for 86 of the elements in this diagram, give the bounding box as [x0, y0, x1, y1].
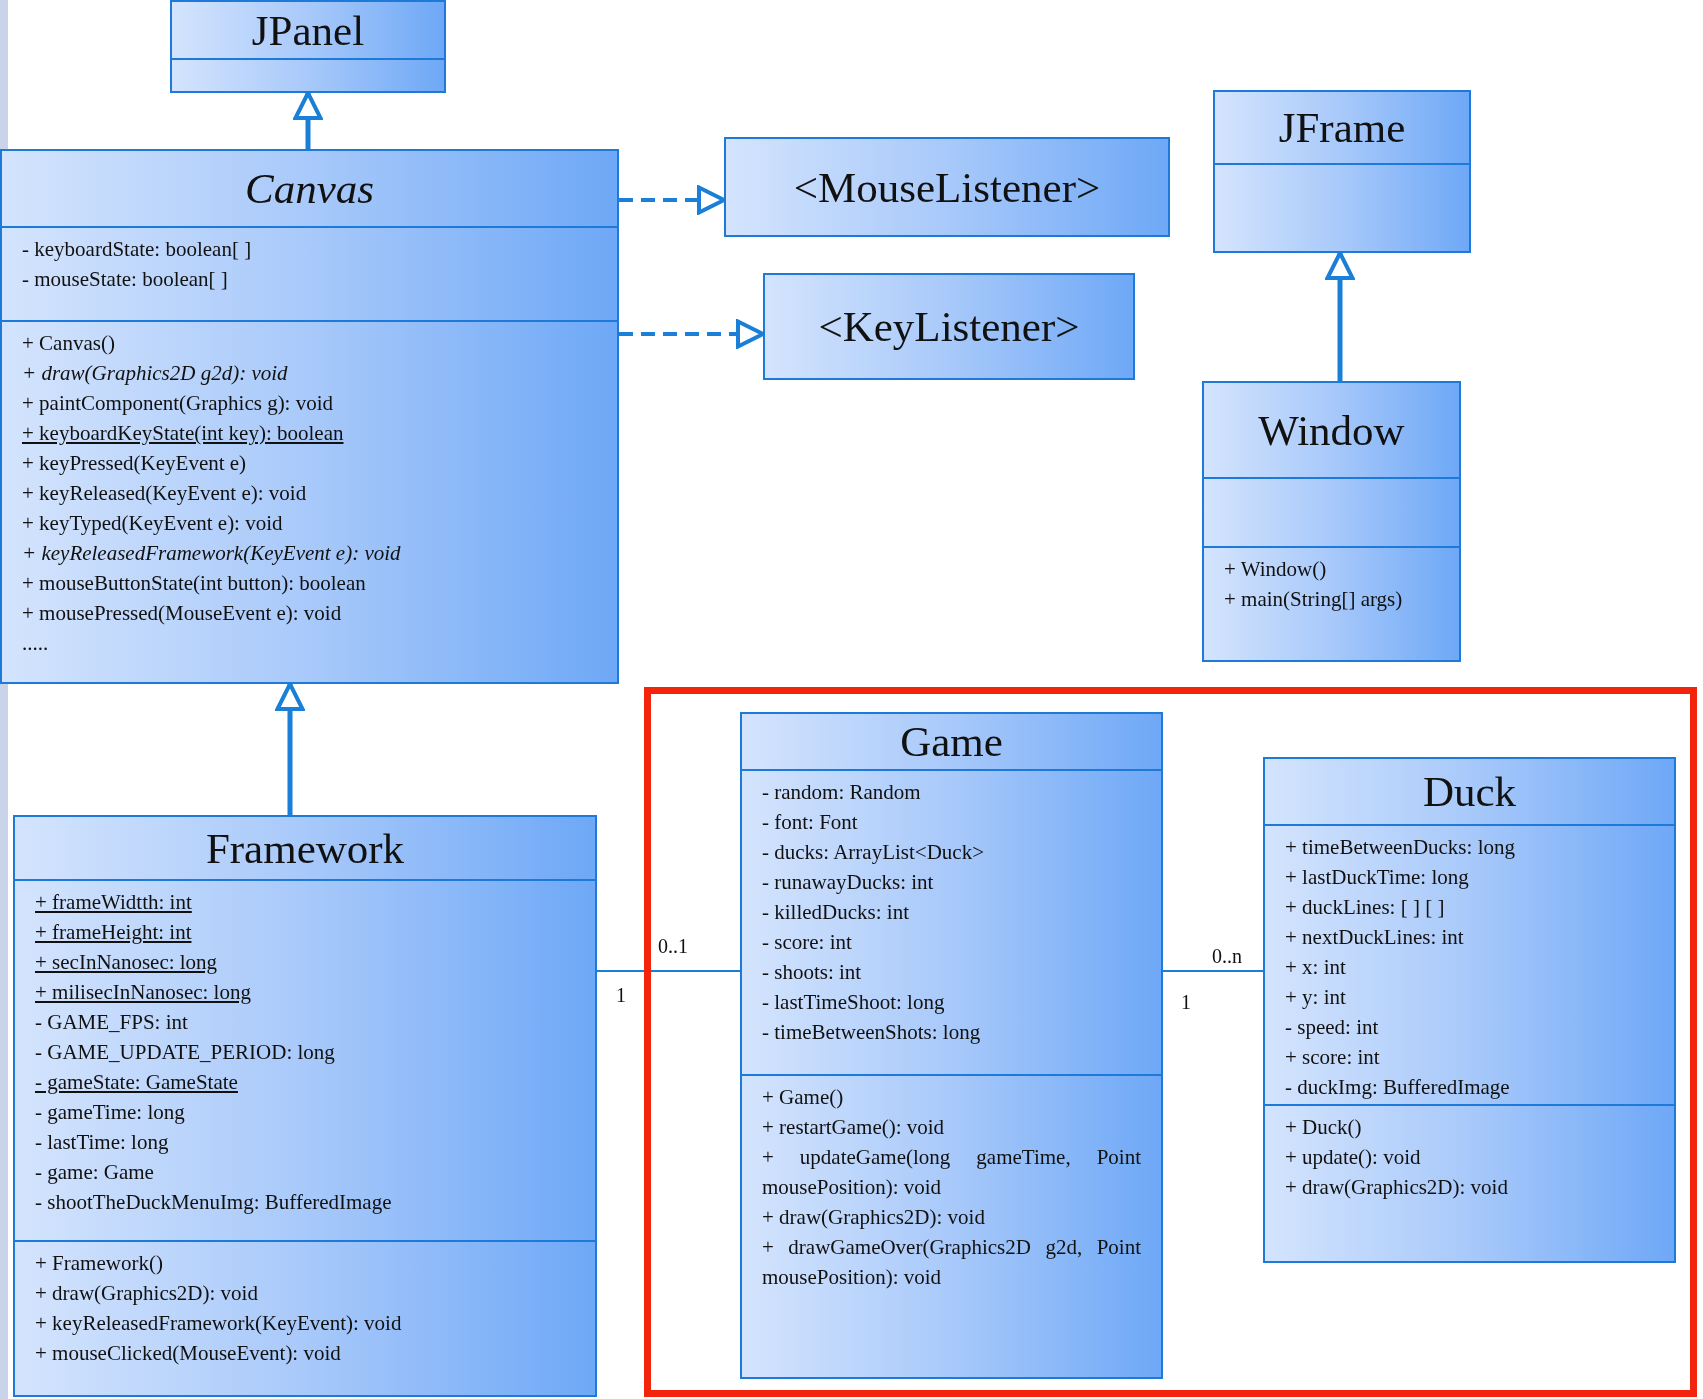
class-name: Duck	[1422, 770, 1517, 813]
realization-arrow	[619, 319, 765, 349]
member-text: .....	[22, 630, 50, 657]
member-text: + mouseClicked(MouseEvent): void	[35, 1340, 342, 1367]
member-text: + draw(Graphics2D): void	[35, 1280, 259, 1307]
inheritance-arrow	[275, 682, 305, 815]
class-name: JFrame	[1278, 106, 1406, 149]
multiplicity-label: 1	[616, 985, 626, 1005]
member-text: - GAME_FPS: int	[35, 1009, 189, 1036]
member-text: - font: Font	[762, 809, 859, 836]
member-text: - mouseState: boolean[ ]	[22, 266, 229, 293]
member-text: - duckImg: BufferedImage	[1285, 1074, 1511, 1101]
member-text: + main(String[] args)	[1224, 586, 1404, 613]
multiplicity-label: 0..1	[658, 936, 688, 956]
member-text: + restartGame(): void	[762, 1114, 946, 1141]
multiplicity-label: 0..n	[1212, 946, 1242, 966]
member-text: - timeBetweenShots: long	[762, 1019, 982, 1046]
member-text: - runawayDucks: int	[762, 869, 935, 896]
highlight-frame	[644, 687, 1697, 1397]
member-text: + keyboardKeyState(int key): boolean	[22, 420, 345, 447]
class-name: Game	[900, 720, 1003, 763]
member-text: - shootTheDuckMenuImg: BufferedImage	[35, 1189, 393, 1216]
member-text: - gameTime: long	[35, 1099, 186, 1126]
class-name: JPanel	[251, 8, 365, 52]
member-text: + frameHeight: int	[35, 919, 193, 946]
association-line	[1162, 970, 1264, 972]
class-name: <MouseListener>	[793, 165, 1101, 209]
member-text: + keyReleased(KeyEvent e): void	[22, 480, 308, 507]
member-text: + score: int	[1285, 1044, 1381, 1071]
member-text: + x: int	[1285, 954, 1347, 981]
member-text: + lastDuckTime: long	[1285, 864, 1470, 891]
member-text: + timeBetweenDucks: long	[1285, 834, 1516, 861]
member-text: + Framework()	[35, 1250, 164, 1277]
member-text: + paintComponent(Graphics g): void	[22, 390, 335, 417]
member-text: - shoots: int	[762, 959, 863, 986]
association-line	[596, 970, 741, 972]
class-name: <KeyListener>	[818, 305, 1080, 348]
member-text: - gameState: GameState	[35, 1069, 239, 1096]
member-text: + frameWidtth: int	[35, 889, 193, 916]
member-text: + milisecInNanosec: long	[35, 979, 252, 1006]
class-box	[1263, 757, 1676, 1263]
member-text: + mouseButtonState(int button): boolean	[22, 570, 367, 597]
member-text: + mousePressed(MouseEvent e): void	[22, 600, 343, 627]
member-text: + Window()	[1224, 556, 1328, 583]
member-text: + secInNanosec: long	[35, 949, 219, 976]
member-text: - speed: int	[1285, 1014, 1380, 1041]
member-text: + nextDuckLines: int	[1285, 924, 1465, 951]
realization-arrow	[619, 185, 726, 215]
class-box	[740, 712, 1163, 1379]
member-text: + update(): void	[1285, 1144, 1422, 1171]
class-box	[724, 137, 1170, 237]
member-text: - keyboardState: boolean[ ]	[22, 236, 253, 263]
class-name: Framework	[205, 826, 405, 870]
class-box	[0, 149, 619, 684]
class-name: Window	[1258, 408, 1405, 452]
class-box	[170, 0, 446, 93]
member-text: + Duck()	[1285, 1114, 1363, 1141]
member-text: + duckLines: [ ] [ ]	[1285, 894, 1446, 921]
member-text: + keyReleasedFramework(KeyEvent e): void	[22, 540, 402, 567]
class-name: Canvas	[245, 167, 374, 210]
member-text: - killedDucks: int	[762, 899, 910, 926]
class-box	[763, 273, 1135, 380]
member-text: - random: Random	[762, 779, 922, 806]
inheritance-arrow	[293, 91, 323, 149]
member-text: + draw(Graphics2D g2d): void	[22, 360, 289, 387]
member-text: - ducks: ArrayList<Duck>	[762, 839, 985, 866]
member-text: + y: int	[1285, 984, 1347, 1011]
member-text: + drawGameOver(Graphics2D g2d, Point mousePosition): void	[762, 1234, 1141, 1291]
class-box	[13, 815, 597, 1397]
member-text: + Canvas()	[22, 330, 116, 357]
class-box	[1213, 90, 1471, 253]
member-text: + draw(Graphics2D): void	[1285, 1174, 1509, 1201]
member-text: + keyReleasedFramework(KeyEvent): void	[35, 1310, 403, 1337]
member-text: + draw(Graphics2D): void	[762, 1204, 986, 1231]
member-text: - lastTimeShoot: long	[762, 989, 946, 1016]
member-text: + Game()	[762, 1084, 845, 1111]
member-text: - game: Game	[35, 1159, 155, 1186]
member-text: - GAME_UPDATE_PERIOD: long	[35, 1039, 336, 1066]
member-text: + keyTyped(KeyEvent e): void	[22, 510, 284, 537]
member-text: + keyPressed(KeyEvent e)	[22, 450, 248, 477]
inheritance-arrow	[1325, 251, 1355, 381]
multiplicity-label: 1	[1181, 992, 1191, 1012]
member-text: + updateGame(long gameTime, Point mousePosition): void	[762, 1144, 1141, 1201]
class-box	[1202, 381, 1461, 662]
member-text: - lastTime: long	[35, 1129, 170, 1156]
member-text: - score: int	[762, 929, 853, 956]
